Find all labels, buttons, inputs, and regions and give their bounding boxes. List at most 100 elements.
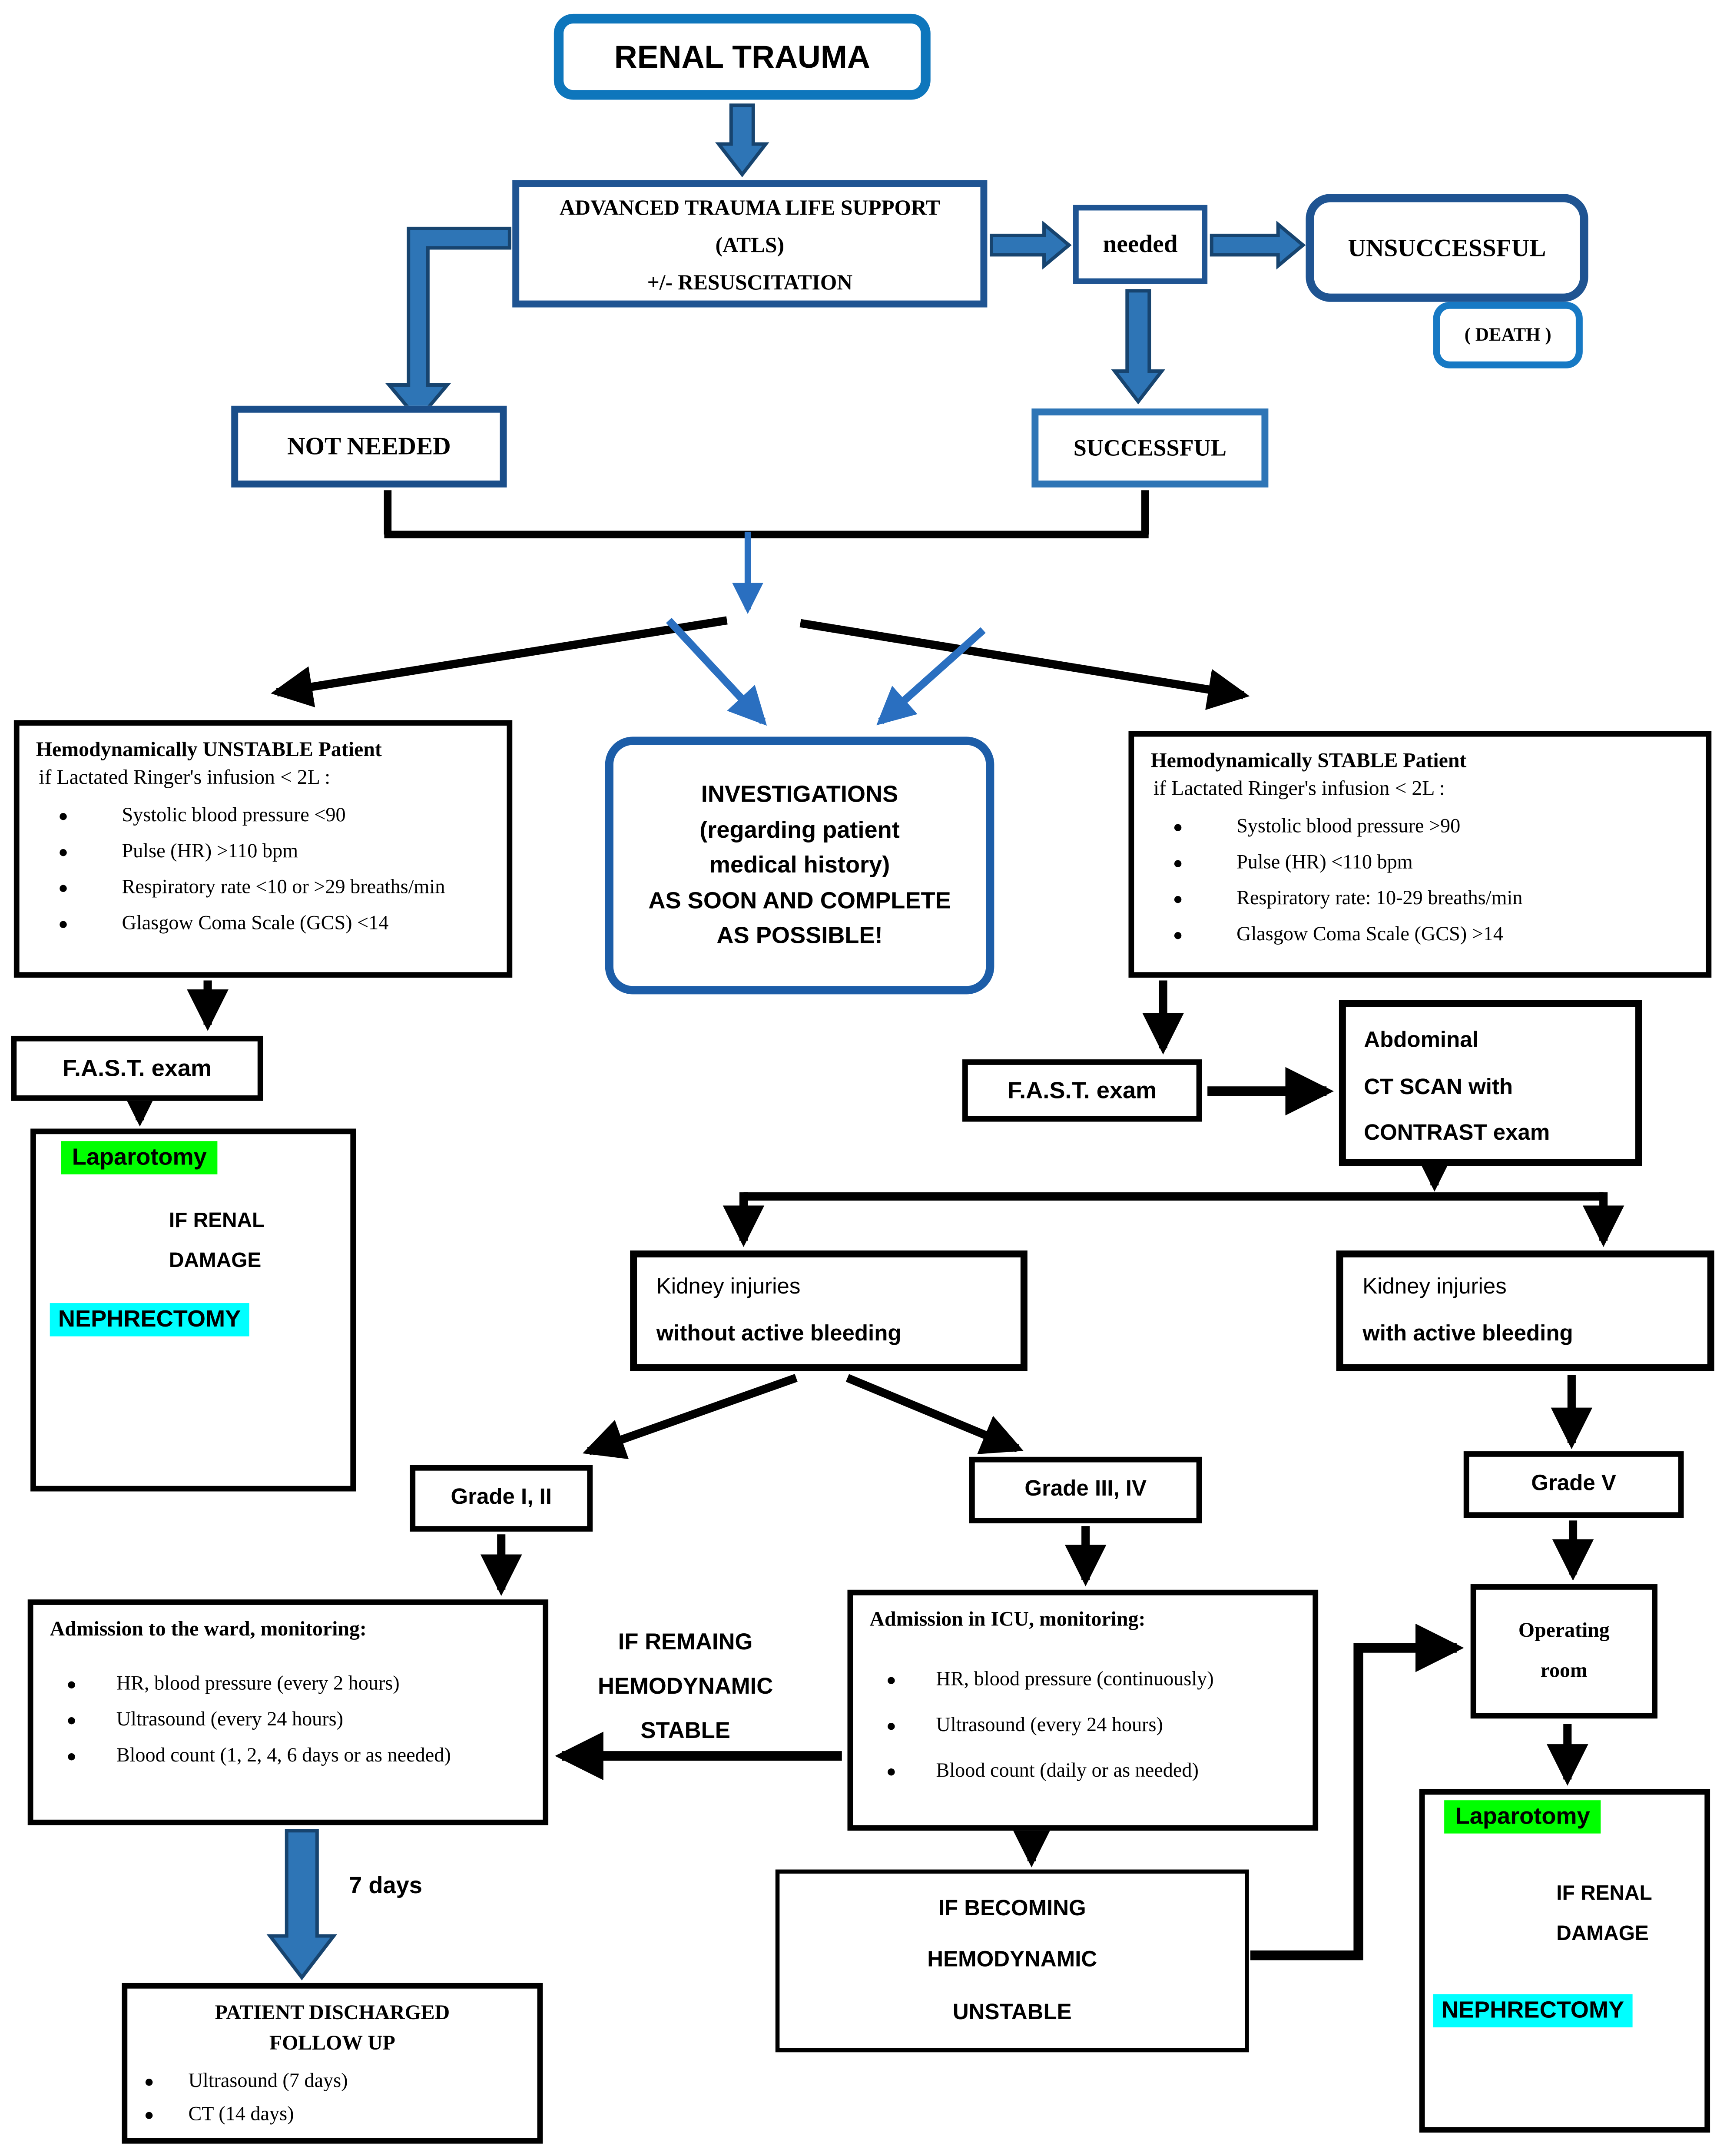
ward-bullet: Ultrasound (every 24 hours): [50, 1709, 529, 1732]
atls-line-1: ADVANCED TRAUMA LIFE SUPPORT: [559, 196, 940, 220]
unstable-bullet: Systolic blood pressure <90: [36, 805, 493, 828]
kidney-with-line-1: Kidney injuries: [1362, 1274, 1507, 1298]
grade-3-4-label: Grade III, IV: [1024, 1477, 1147, 1501]
node-successful: SUCCESSFUL: [1031, 408, 1269, 488]
arrow-kidney-to-grade34: [845, 1374, 1024, 1454]
node-operating-room: Operating room: [1470, 1584, 1657, 1719]
arrow-atls-to-not-needed-elbow: [385, 226, 511, 422]
arrow-needed-to-unsuccessful: [1210, 220, 1306, 270]
unstable-subtitle: if Lactated Ringer's infusion < 2L :: [39, 767, 331, 789]
node-icu-monitoring: Admission in ICU, monitoring: HR, blood …: [847, 1589, 1319, 1831]
if-becoming-line: UNSTABLE: [952, 2000, 1072, 2024]
renal-trauma-label: RENAL TRAUMA: [614, 38, 870, 74]
node-death: ( DEATH ): [1433, 302, 1583, 368]
investigations-line: medical history): [709, 852, 890, 879]
discharged-bullet: Ultrasound (7 days): [127, 2070, 537, 2093]
if-renal-line: DAMAGE: [1556, 1921, 1649, 1945]
icu-title: Admission in ICU, monitoring:: [869, 1609, 1146, 1632]
if-renal-line: DAMAGE: [169, 1248, 262, 1272]
ward-bullet: Blood count (1, 2, 4, 6 days or as neede…: [50, 1745, 529, 1768]
node-ct-scan: Abdominal CT SCAN with CONTRAST exam: [1339, 1000, 1642, 1166]
stable-bullet: Respiratory rate: 10-29 breaths/min: [1150, 888, 1692, 911]
seven-days-label: 7 days: [349, 1872, 422, 1899]
not-needed-label: NOT NEEDED: [287, 432, 451, 460]
kidney-with-line-2: with active bleeding: [1362, 1322, 1573, 1346]
unstable-title: Hemodynamically UNSTABLE Patient: [36, 739, 382, 762]
stable-bullet: Systolic blood pressure >90: [1150, 816, 1692, 839]
icu-bullet: Ultrasound (every 24 hours): [869, 1715, 1282, 1738]
if-becoming-line: IF BECOMING: [938, 1897, 1086, 1920]
unsuccessful-label: UNSUCCESSFUL: [1348, 233, 1546, 261]
node-kidney-without-bleeding: Kidney injuries without active bleeding: [630, 1250, 1028, 1371]
grade-1-2-label: Grade I, II: [451, 1486, 552, 1509]
arrow-atls-to-needed: [989, 220, 1072, 270]
discharged-title-2: FOLLOW UP: [269, 2032, 395, 2055]
node-unstable-criteria: Hemodynamically UNSTABLE Patient if Lact…: [13, 720, 513, 978]
needed-label: needed: [1103, 230, 1178, 258]
atls-line-2: (ATLS): [715, 234, 784, 258]
node-stable-criteria: Hemodynamically STABLE Patient if Lactat…: [1128, 731, 1712, 978]
node-needed: needed: [1073, 205, 1208, 284]
stable-subtitle: if Lactated Ringer's infusion < 2L :: [1153, 778, 1445, 801]
fast-exam-right-label: F.A.S.T. exam: [1008, 1076, 1157, 1103]
if-remaining-line: HEMODYNAMIC: [598, 1674, 773, 1700]
node-if-becoming-unstable: IF BECOMING HEMODYNAMIC UNSTABLE: [775, 1869, 1249, 2053]
ward-bullet: HR, blood pressure (every 2 hours): [50, 1673, 529, 1696]
unstable-bullet: Respiratory rate <10 or >29 breaths/min: [36, 876, 493, 900]
node-fast-exam-left: F.A.S.T. exam: [11, 1035, 263, 1101]
node-fast-exam-right: F.A.S.T. exam: [962, 1059, 1202, 1122]
node-atls: ADVANCED TRAUMA LIFE SUPPORT (ATLS) +/- …: [512, 180, 988, 308]
stable-title: Hemodynamically STABLE Patient: [1150, 750, 1467, 773]
investigations-line: AS POSSIBLE!: [716, 922, 883, 949]
node-investigations: INVESTIGATIONS (regarding patient medica…: [605, 736, 994, 995]
laparotomy-right-label: Laparotomy: [1444, 1800, 1601, 1834]
icu-bullet: HR, blood pressure (continuously): [869, 1668, 1282, 1692]
node-renal-trauma: RENAL TRAUMA: [554, 13, 931, 100]
node-patient-discharged: PATIENT DISCHARGED FOLLOW UP Ultrasound …: [122, 1983, 543, 2144]
node-kidney-with-bleeding: Kidney injuries with active bleeding: [1336, 1250, 1714, 1371]
kidney-without-line-1: Kidney injuries: [656, 1274, 801, 1298]
investigations-line: INVESTIGATIONS: [701, 781, 898, 808]
node-grade-5: Grade V: [1463, 1451, 1684, 1518]
unstable-bullet: Pulse (HR) >110 bpm: [36, 841, 493, 864]
kidney-without-line-2: without active bleeding: [656, 1322, 902, 1346]
arrow-to-investigations-left: [666, 617, 767, 726]
if-remaining-stable-text: IF REMAING HEMODYNAMIC STABLE: [561, 1620, 810, 1754]
node-grade-1-2: Grade I, II: [410, 1465, 593, 1532]
stable-bullet: Pulse (HR) <110 bpm: [1150, 852, 1692, 875]
if-remaining-line: STABLE: [640, 1719, 730, 1744]
unstable-bullet: Glasgow Coma Scale (GCS) <14: [36, 912, 493, 936]
if-renal-damage-right: IF RENAL DAMAGE: [1556, 1875, 1652, 1954]
node-ward-monitoring: Admission to the ward, monitoring: HR, b…: [27, 1599, 549, 1825]
if-renal-line: IF RENAL: [1556, 1882, 1652, 1906]
if-renal-damage-left: IF RENAL DAMAGE: [169, 1202, 265, 1281]
line-merge-not-needed-successful: [384, 490, 1149, 538]
operating-room-line-2: room: [1540, 1659, 1588, 1682]
if-remaining-line: IF REMAING: [618, 1630, 753, 1655]
icu-bullet: Blood count (daily or as needed): [869, 1760, 1282, 1784]
investigations-line: (regarding patient: [699, 816, 900, 843]
death-label: ( DEATH ): [1464, 324, 1551, 345]
arrow-to-stable: [799, 619, 1250, 710]
node-laparotomy-grade5: [1419, 1789, 1710, 2133]
ct-line: Abdominal: [1364, 1029, 1478, 1053]
nephrectomy-left-label: NEPHRECTOMY: [50, 1303, 249, 1337]
arrow-to-investigations-right: [876, 627, 986, 726]
discharged-title-1: PATIENT DISCHARGED: [215, 2002, 450, 2025]
arrow-needed-to-successful: [1111, 289, 1166, 405]
arrow-ifbecoming-to-oproom: [1250, 1623, 1464, 1960]
node-not-needed: NOT NEEDED: [231, 405, 507, 488]
if-renal-line: IF RENAL: [169, 1209, 265, 1233]
node-unsuccessful: UNSUCCESSFUL: [1306, 194, 1588, 302]
node-grade-3-4: Grade III, IV: [969, 1456, 1202, 1523]
laparotomy-left-label: Laparotomy: [61, 1141, 218, 1174]
successful-label: SUCCESSFUL: [1073, 434, 1227, 461]
ward-title: Admission to the ward, monitoring:: [50, 1619, 367, 1641]
nephrectomy-right-label: NEPHRECTOMY: [1433, 1994, 1633, 2027]
fast-exam-left-label: F.A.S.T. exam: [62, 1054, 212, 1081]
grade-5-label: Grade V: [1531, 1472, 1616, 1496]
arrow-title-to-atls: [715, 103, 769, 178]
investigations-line: AS SOON AND COMPLETE: [648, 887, 951, 914]
arrow-7-days: [266, 1829, 338, 1980]
